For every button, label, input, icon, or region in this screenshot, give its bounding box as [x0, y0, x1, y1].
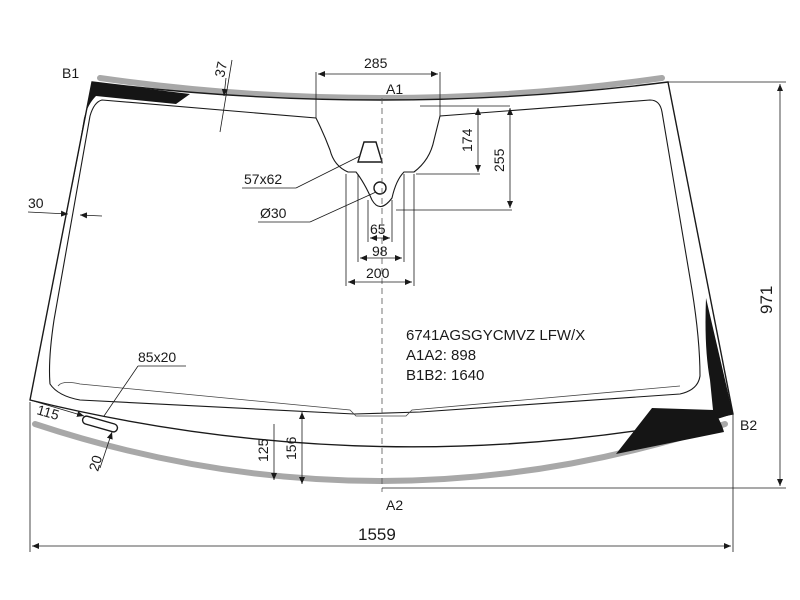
point-b1: B1	[62, 65, 79, 81]
dim-971: 971	[757, 286, 776, 314]
top-grey-strip	[97, 75, 665, 101]
dim-174: 174	[459, 128, 475, 152]
vin-slot	[81, 415, 119, 433]
dim-20: 20	[86, 453, 106, 473]
part-code: 6741AGSGYCMVZ LFW/X	[406, 327, 585, 344]
dim-85x20: 85x20	[138, 349, 176, 365]
dim-57x62: 57x62	[244, 171, 282, 187]
ceramic-top-left	[72, 82, 190, 188]
dim-65: 65	[370, 221, 386, 237]
a1a2-value: A1A2: 898	[406, 347, 476, 364]
dim-200: 200	[366, 265, 390, 281]
point-b2: B2	[740, 417, 757, 433]
point-a1: A1	[386, 81, 403, 97]
inner-border	[48, 99, 701, 415]
inner-frit-line	[57, 382, 681, 417]
dim-98: 98	[372, 243, 388, 259]
ceramic-right	[705, 298, 733, 420]
dim-30: 30	[28, 195, 44, 211]
point-a2: A2	[386, 497, 403, 513]
dim-diameter-30: Ø30	[260, 205, 287, 221]
dim-115: 115	[35, 402, 61, 424]
dim-1559: 1559	[358, 525, 396, 544]
sensor-circle	[373, 181, 387, 195]
ceramic-bottom-right	[616, 408, 724, 454]
dim-37: 37	[211, 60, 230, 79]
dim-255: 255	[491, 148, 507, 172]
dim-125: 125	[255, 438, 271, 462]
dim-156: 156	[283, 436, 299, 460]
b1b2-value: B1B2: 1640	[406, 367, 484, 384]
dim-285: 285	[364, 55, 388, 71]
